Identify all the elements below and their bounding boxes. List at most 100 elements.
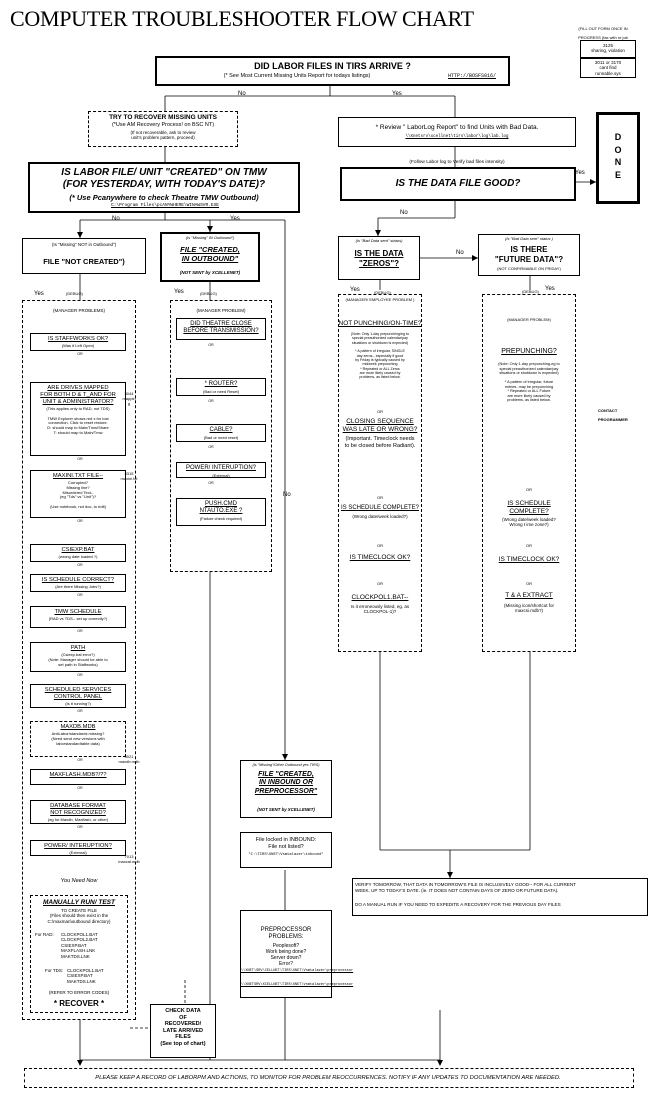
left-item-title: IS SCHEDULE CORRECT? [41, 577, 115, 583]
zeros-col-note2: (Important. Timeclock needs to be closed… [344, 436, 416, 449]
mid-item-note: (Failure check required) [199, 516, 243, 521]
future-tag: (Is "Bad Data sent" status ) [505, 236, 553, 241]
pre-title: PREPROCESSOR PROBLEMS: [260, 927, 312, 941]
not-created-tag: (Is "Missing" NOT in Outbound") [51, 242, 117, 247]
corner-note-line2: PROGRESS (fax with re job [578, 35, 628, 41]
mid-item-title: CABLE? [209, 427, 233, 433]
top-question: DID LABOR FILES IN TIRS ARRIVE ? [254, 61, 411, 71]
footer-box: PLEASE KEEP A RECORD OF LABORPM AND ACTI… [24, 1068, 634, 1088]
inbound-tag: (Is "Missing"/Other Outbound yes TIRS) [252, 763, 320, 767]
left-or-label: OR [72, 629, 88, 634]
left-or-label: OR [72, 563, 88, 568]
label-yes-zeros: Yes [350, 287, 360, 293]
zeros-or-2: OR [377, 495, 383, 500]
left-item-box: POWER/ INTERUPTION?(External) [30, 840, 126, 856]
zeros-box: (Is "Bad Data sent" status) IS THE DATA … [338, 236, 420, 280]
zeros-col-title5: CLOCKPOL1.BAT-- [351, 594, 409, 601]
zeros-col-title2: CLOSING SEQUENCE WAS LATE OR WRONG? [342, 418, 418, 433]
zeros-tag: (Is "Bad Data sent" status) [355, 238, 403, 243]
footer-text: PLEASE KEEP A RECORD OF LABORPM AND ACTI… [95, 1075, 561, 1081]
mid-or-label: OR [203, 343, 219, 348]
inbound-locked-path: "C:\TIRS\XNET\Vsmtalazer\inbound" [248, 853, 324, 857]
left-item-title: DATABASE FORMAT NOT RECOGNIZED? [50, 803, 106, 816]
left-item-note: (RAD vs TDS-- set up correctly?) [48, 616, 108, 621]
future-col-title4: T & A EXTRACT [505, 592, 553, 599]
mid-item-box: PUSH.CMD NTAUTO.EXE ?(Failure check requ… [176, 498, 266, 526]
label-yes-created: Yes [230, 216, 240, 222]
manual-sub: TO CREATE FILE (Files should then exist … [47, 908, 111, 924]
label-no-good: No [400, 210, 408, 216]
good-question: IS THE DATA FILE GOOD? [395, 178, 521, 189]
check-data-box: CHECK DATA OF RECOVERED/ LATE ARRIVED FI… [150, 1004, 216, 1058]
good-question-box: IS THE DATA FILE GOOD? [340, 167, 576, 201]
zeros-or-4: OR [377, 581, 383, 586]
follow-note: (Follow Labor log to Verify bad files in… [409, 160, 505, 165]
future-note: (NOT CONFIRMABLE ON FRIDAY) [497, 266, 561, 271]
left-or-label: OR [72, 519, 88, 524]
laborlog-text: * Review " LaborLog Report" to find Unit… [375, 124, 539, 131]
left-item-box: DATABASE FORMAT NOT RECOGNIZED?(eg for M… [30, 800, 126, 824]
label-debug-zeros: (DEBUG) [374, 290, 391, 295]
top-note: (* See Most Current Missing Units Report… [223, 73, 371, 79]
pre-path1: \\XNET\SRV\CELLNET\TIRS\XNET\Vsmtalazer\… [241, 969, 354, 973]
mid-or-label: OR [203, 445, 219, 450]
manual-run-box: MANUALLY RUN/ TEST TO CREATE FILE (Files… [30, 895, 128, 1013]
label-no-zeros: No [456, 250, 464, 256]
left-or-label: OR [72, 709, 88, 714]
future-col-title1: PREPUNCHING? [501, 348, 557, 355]
laborlog-path: \\Xnetsrv\xcellnet\tirs\labor\log\lab.lo… [405, 135, 509, 139]
code-7013: 7013 maxcal.mdb [118, 854, 140, 864]
not-created-title: FILE "NOT CREATED") [43, 257, 125, 266]
left-item-title: IS STAFFWORKS OK? [47, 336, 109, 342]
top-link: HTTP://BOSFS016/ [447, 73, 496, 79]
zeros-col-title3: IS SCHEDULE COMPLETE? [340, 505, 420, 511]
left-item-note: (This applies only to RAD, not TDS) TMW … [46, 406, 110, 435]
label-no-top: No [238, 91, 246, 97]
corner-box-2: 3011 or 3170 cant find runnable.sys [580, 58, 636, 78]
mid-item-title: * ROUTER? [204, 381, 238, 387]
recover-note2: (If not recoverable, ask to review unit'… [130, 130, 196, 141]
left-item-title: CSIEXP.BAT [61, 547, 95, 553]
corner-box-1: 3125 sharing, violation [580, 40, 636, 58]
recover-box: TRY TO RECOVER MISSING UNITS (*Use AM Re… [88, 111, 238, 147]
left-item-box: IS SCHEDULE CORRECT?(Are there Missing J… [30, 574, 126, 592]
manual-refer: (REFER TO ERROR CODES) [48, 990, 110, 995]
left-item-box: CSIEXP.BAT(wrong date loaded ?) [30, 544, 126, 562]
code-3044: 3044 mappin g [122, 391, 136, 406]
left-item-box: PATH(Csiexp.bat error?) (Note: Manager s… [30, 642, 126, 672]
future-or-2: OR [526, 543, 532, 548]
created-path: C:\Program Files\pcANYWHERE\WINAWSVR.EXE [110, 203, 220, 208]
created-note: (* Use Pcanywhere to check Theatre TMW O… [69, 193, 259, 202]
zeros-col-header: (MANAGER/ EMPLOYEE PROBLEM ) [345, 297, 415, 302]
contact-text: CONTACT PROGRAMMER [598, 408, 628, 423]
left-item-box: MAXINI.TXT FILE--Corrupted? Missing line… [30, 470, 126, 518]
inbound-locked-box: File locked in INBOUND: File not listed?… [240, 832, 332, 868]
future-question: IS THERE "FUTURE DATA"? [494, 245, 564, 264]
manual-tds-label: For TDS: [45, 968, 64, 973]
created-question-box: IS LABOR FILE/ UNIT "CREATED" ON TMW (FO… [28, 162, 300, 213]
future-col-note2: (Wrong date/week loaded? Wrong t ime zon… [502, 517, 556, 528]
future-box: (Is "Bad Data sent" status ) IS THERE "F… [478, 234, 580, 276]
pre-items: Peoplesoft? Work being done? Server down… [265, 943, 307, 967]
label-debug-mid: (DEBUG) [200, 291, 217, 296]
created-question: IS LABOR FILE/ UNIT "CREATED" ON TMW (FO… [61, 167, 267, 190]
zeros-col-title1: NOT PUNCHING/ON-TIME? [338, 320, 422, 327]
manual-recover: * RECOVER * [53, 999, 105, 1008]
inbound-locked: File locked in INBOUND: File not listed? [255, 837, 317, 850]
created-outbound-tag: (Is "Missing" IN Outbound") [185, 235, 235, 240]
zeros-col-title4: IS TIMECLOCK OK? [349, 554, 411, 561]
manual-rad-files: CLOCKPOL1.BAT CLOCKPOL2.BAT CSIEXP.BAT M… [61, 932, 98, 959]
future-col-title2: IS SCHEDULE COMPLETE? [507, 500, 551, 515]
left-item-title: SCHEDULED SERVICES CONTROL PANEL [44, 687, 112, 700]
manual-rad-label: For RAD: [35, 932, 54, 937]
mid-item-box: DID THEATRE CLOSE BEFORE TRANSMISSION? [176, 318, 266, 340]
left-item-title: MAXDB.MDB [60, 724, 96, 730]
contact-programmer: CONTACT PROGRAMMER [598, 405, 628, 423]
zeros-column [338, 294, 422, 652]
left-item-title: MAXFLASH.MDB?/?? [49, 772, 107, 778]
zeros-or-1: OR [377, 409, 383, 414]
left-item-note: Corrupted? Missing line? Misordered Text… [50, 480, 106, 509]
label-yes-top: Yes [392, 91, 402, 97]
left-item-box: MAXFLASH.MDB?/?? [30, 769, 126, 785]
manual-title: MANUALLY RUN/ TEST [43, 899, 115, 906]
